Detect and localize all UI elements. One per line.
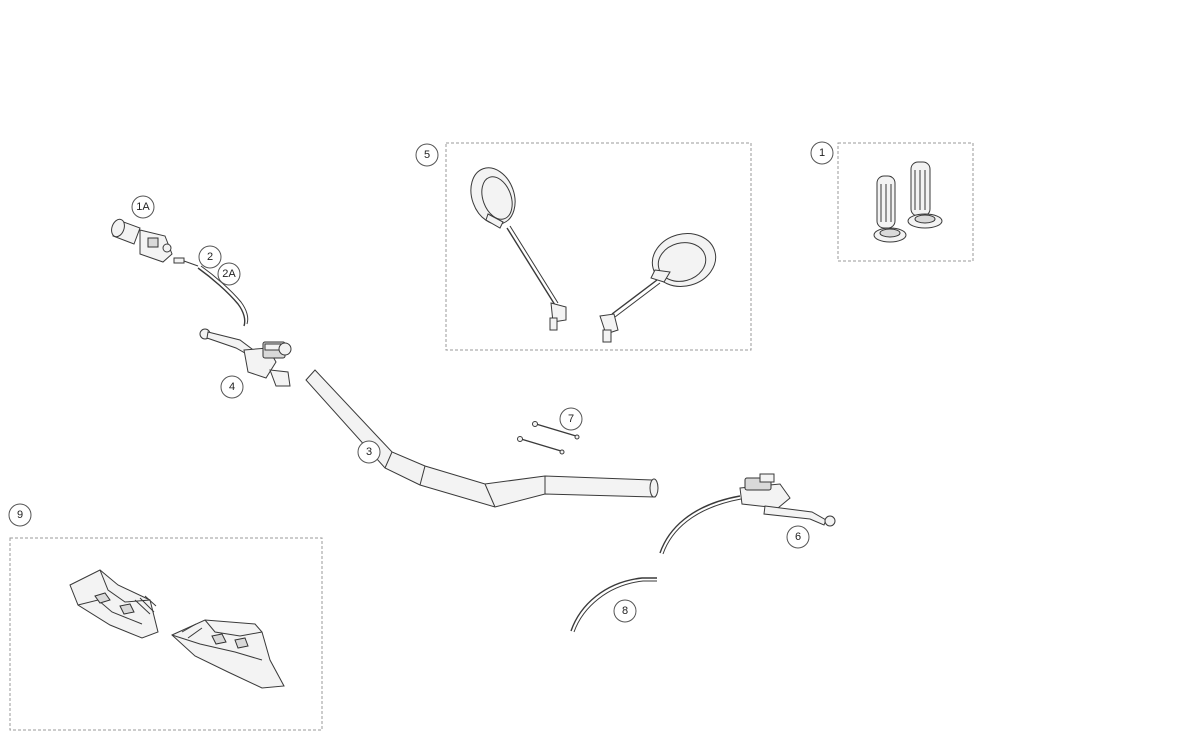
right-mirror <box>599 233 717 343</box>
grip-left <box>873 175 907 243</box>
handguard-right <box>171 619 285 689</box>
handlebar-clamp-bolts <box>517 421 580 455</box>
throttle-cable <box>173 257 249 327</box>
handguard-left <box>69 569 159 639</box>
left-lever-master-cylinder <box>199 328 292 387</box>
grips-group-box <box>837 142 974 262</box>
callout-8: 8 <box>613 599 637 623</box>
svg-text:4: 4 <box>229 381 235 393</box>
callout-9: 9 <box>8 503 32 527</box>
svg-text:1: 1 <box>819 147 825 159</box>
brake-hose <box>570 577 657 633</box>
callout-6: 6 <box>786 525 810 549</box>
callout-1: 1 <box>810 141 834 165</box>
svg-text:5: 5 <box>424 149 430 161</box>
grip-right <box>907 161 943 229</box>
callout-2a: 2A <box>217 262 241 286</box>
callout-1a: 1A <box>131 195 155 219</box>
mirrors-group-box <box>445 142 752 351</box>
svg-text:9: 9 <box>17 509 23 521</box>
callout-3: 3 <box>357 440 381 464</box>
svg-text:7: 7 <box>568 413 574 425</box>
throttle-assembly <box>111 218 173 263</box>
left-mirror <box>470 167 567 331</box>
svg-text:1A: 1A <box>136 201 150 213</box>
right-lever-master-cylinder <box>659 473 836 555</box>
svg-text:2A: 2A <box>222 268 236 280</box>
svg-text:8: 8 <box>622 605 628 617</box>
svg-text:6: 6 <box>795 531 801 543</box>
callout-7: 7 <box>559 407 583 431</box>
svg-text:3: 3 <box>366 446 372 458</box>
callout-2: 2 <box>198 245 222 269</box>
handlebar <box>305 369 659 508</box>
callout-4: 4 <box>220 375 244 399</box>
svg-text:2: 2 <box>207 251 213 263</box>
callout-5: 5 <box>415 143 439 167</box>
handguards-group-box <box>9 537 323 731</box>
